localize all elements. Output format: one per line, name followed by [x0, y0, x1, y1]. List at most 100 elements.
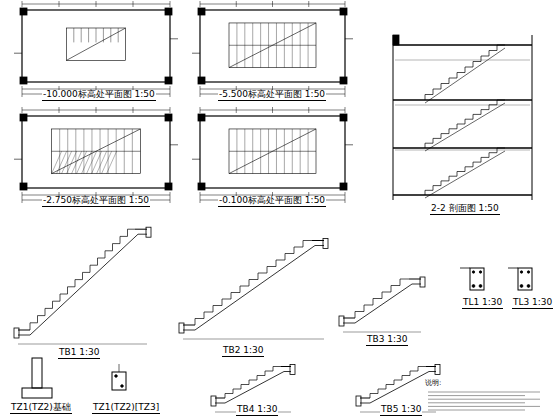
- drawing-stroke: [252, 23, 253, 68]
- drawing-stroke: [355, 284, 412, 323]
- drawing-stroke: [276, 23, 277, 68]
- drawing-stroke: [96, 1, 97, 7]
- view-title: TB5 1:30: [380, 405, 422, 416]
- drawing-stroke: [59, 1, 60, 7]
- drawing-stroke: [532, 35, 533, 200]
- drawing-stroke: [57, 151, 67, 173]
- drawing-stroke: [527, 271, 529, 273]
- drawing-stroke: [252, 129, 253, 174]
- view-title: -2.750标高处平面图 1:50: [42, 196, 150, 207]
- drawing-stroke: [268, 129, 269, 174]
- drawing-stroke: [308, 129, 309, 174]
- drawing-stroke: [107, 151, 117, 173]
- drawing-stroke: [18, 335, 30, 336]
- drawing-stroke: [200, 86, 201, 97]
- drawing-stroke: [345, 144, 353, 145]
- drawing-stroke: [225, 372, 284, 404]
- drawing-stroke: [470, 268, 484, 290]
- drawing-stroke: [260, 23, 261, 68]
- drawing-stroke: [22, 86, 23, 97]
- view-title: -5.500标高处平面图 1:50: [218, 90, 326, 101]
- drawing-stroke: [345, 107, 346, 113]
- drawing-stroke: [165, 8, 172, 15]
- drawing-stroke: [52, 129, 141, 174]
- drawing-stroke: [370, 372, 429, 404]
- drawing-stroke: [170, 38, 178, 39]
- drawing-stroke: [22, 1, 23, 7]
- drawing-stroke: [30, 234, 138, 335]
- drawing-stroke: [340, 8, 347, 15]
- drawing-stroke: [110, 28, 111, 42]
- drawing-stroke: [520, 271, 522, 273]
- drawing-stroke: [340, 77, 347, 84]
- drawing-stroke: [428, 410, 525, 411]
- drawing-stroke: [428, 399, 540, 400]
- drawing-stroke: [200, 192, 201, 203]
- drawing-stroke: [62, 151, 72, 173]
- drawing-stroke: [236, 23, 237, 68]
- drawing-stroke: [420, 277, 425, 287]
- drawing-stroke: [170, 192, 171, 203]
- drawing-stroke: [284, 23, 285, 68]
- drawing-stroke: [77, 151, 87, 173]
- drawing-stroke: [343, 318, 355, 319]
- drawing-stroke: [268, 23, 269, 68]
- drawing-stroke: [345, 1, 346, 7]
- drawing-stroke: [200, 10, 345, 82]
- drawing-stroke: [425, 103, 505, 151]
- drawing-stroke: [22, 116, 170, 188]
- drawing-stroke: [518, 268, 532, 290]
- drawing-stroke: [22, 10, 170, 82]
- drawing-stroke: [67, 129, 68, 174]
- drawing-stroke: [200, 107, 201, 113]
- drawing-stroke: [91, 129, 92, 174]
- view-title: TL1 1:30: [462, 298, 503, 309]
- view-title: -10.000标高处平面图 1:50: [42, 90, 156, 101]
- drawing-stroke: [20, 8, 27, 15]
- drawing-stroke: [66, 28, 125, 60]
- drawing-stroke: [198, 8, 205, 15]
- drawing-stroke: [520, 285, 523, 288]
- drawing-stroke: [428, 402, 525, 403]
- drawing-stroke: [300, 129, 301, 174]
- drawing-stroke: [215, 398, 225, 399]
- drawing-stroke: [508, 268, 518, 269]
- drawing-stroke: [165, 77, 172, 84]
- drawing-stroke: [323, 239, 328, 249]
- drawing-stroke: [345, 38, 353, 39]
- drawing-stroke: [135, 229, 147, 230]
- drawing-stroke: [340, 114, 347, 121]
- drawing-stroke: [20, 183, 27, 190]
- drawing-stroke: [343, 332, 421, 333]
- drawing-stroke: [479, 271, 481, 273]
- drawing-stroke: [52, 151, 62, 173]
- drawing-stroke: [22, 388, 52, 398]
- drawing-stroke: [22, 192, 23, 203]
- drawing-stroke: [300, 23, 301, 68]
- drawing-stroke: [290, 365, 295, 375]
- drawing-stroke: [393, 147, 532, 148]
- drawing-stroke: [340, 183, 347, 190]
- view-title: TB3 1:30: [366, 335, 408, 346]
- drawing-stroke: [124, 129, 125, 174]
- drawing-stroke: [195, 241, 312, 326]
- view-title: 2-2 剖面图 1:50: [430, 204, 500, 215]
- drawing-stroke: [260, 129, 261, 174]
- drawing-stroke: [292, 129, 293, 174]
- drawing-stroke: [339, 316, 344, 326]
- view-title: TB2 1:30: [222, 346, 264, 357]
- drawing-stroke: [308, 107, 309, 113]
- drawing-stroke: [165, 114, 172, 121]
- drawing-stroke: [229, 23, 316, 68]
- drawing-stroke: [356, 396, 361, 406]
- drawing-stroke: [75, 129, 76, 174]
- drawing-stroke: [30, 229, 135, 330]
- drawing-stroke: [428, 392, 540, 393]
- view-title: TB1 1:30: [58, 348, 100, 359]
- drawing-stroke: [393, 194, 532, 195]
- drawing-stroke: [18, 344, 147, 345]
- drawing-stroke: [229, 129, 316, 174]
- drawing-stroke: [472, 285, 475, 288]
- drawing-stroke: [81, 28, 82, 42]
